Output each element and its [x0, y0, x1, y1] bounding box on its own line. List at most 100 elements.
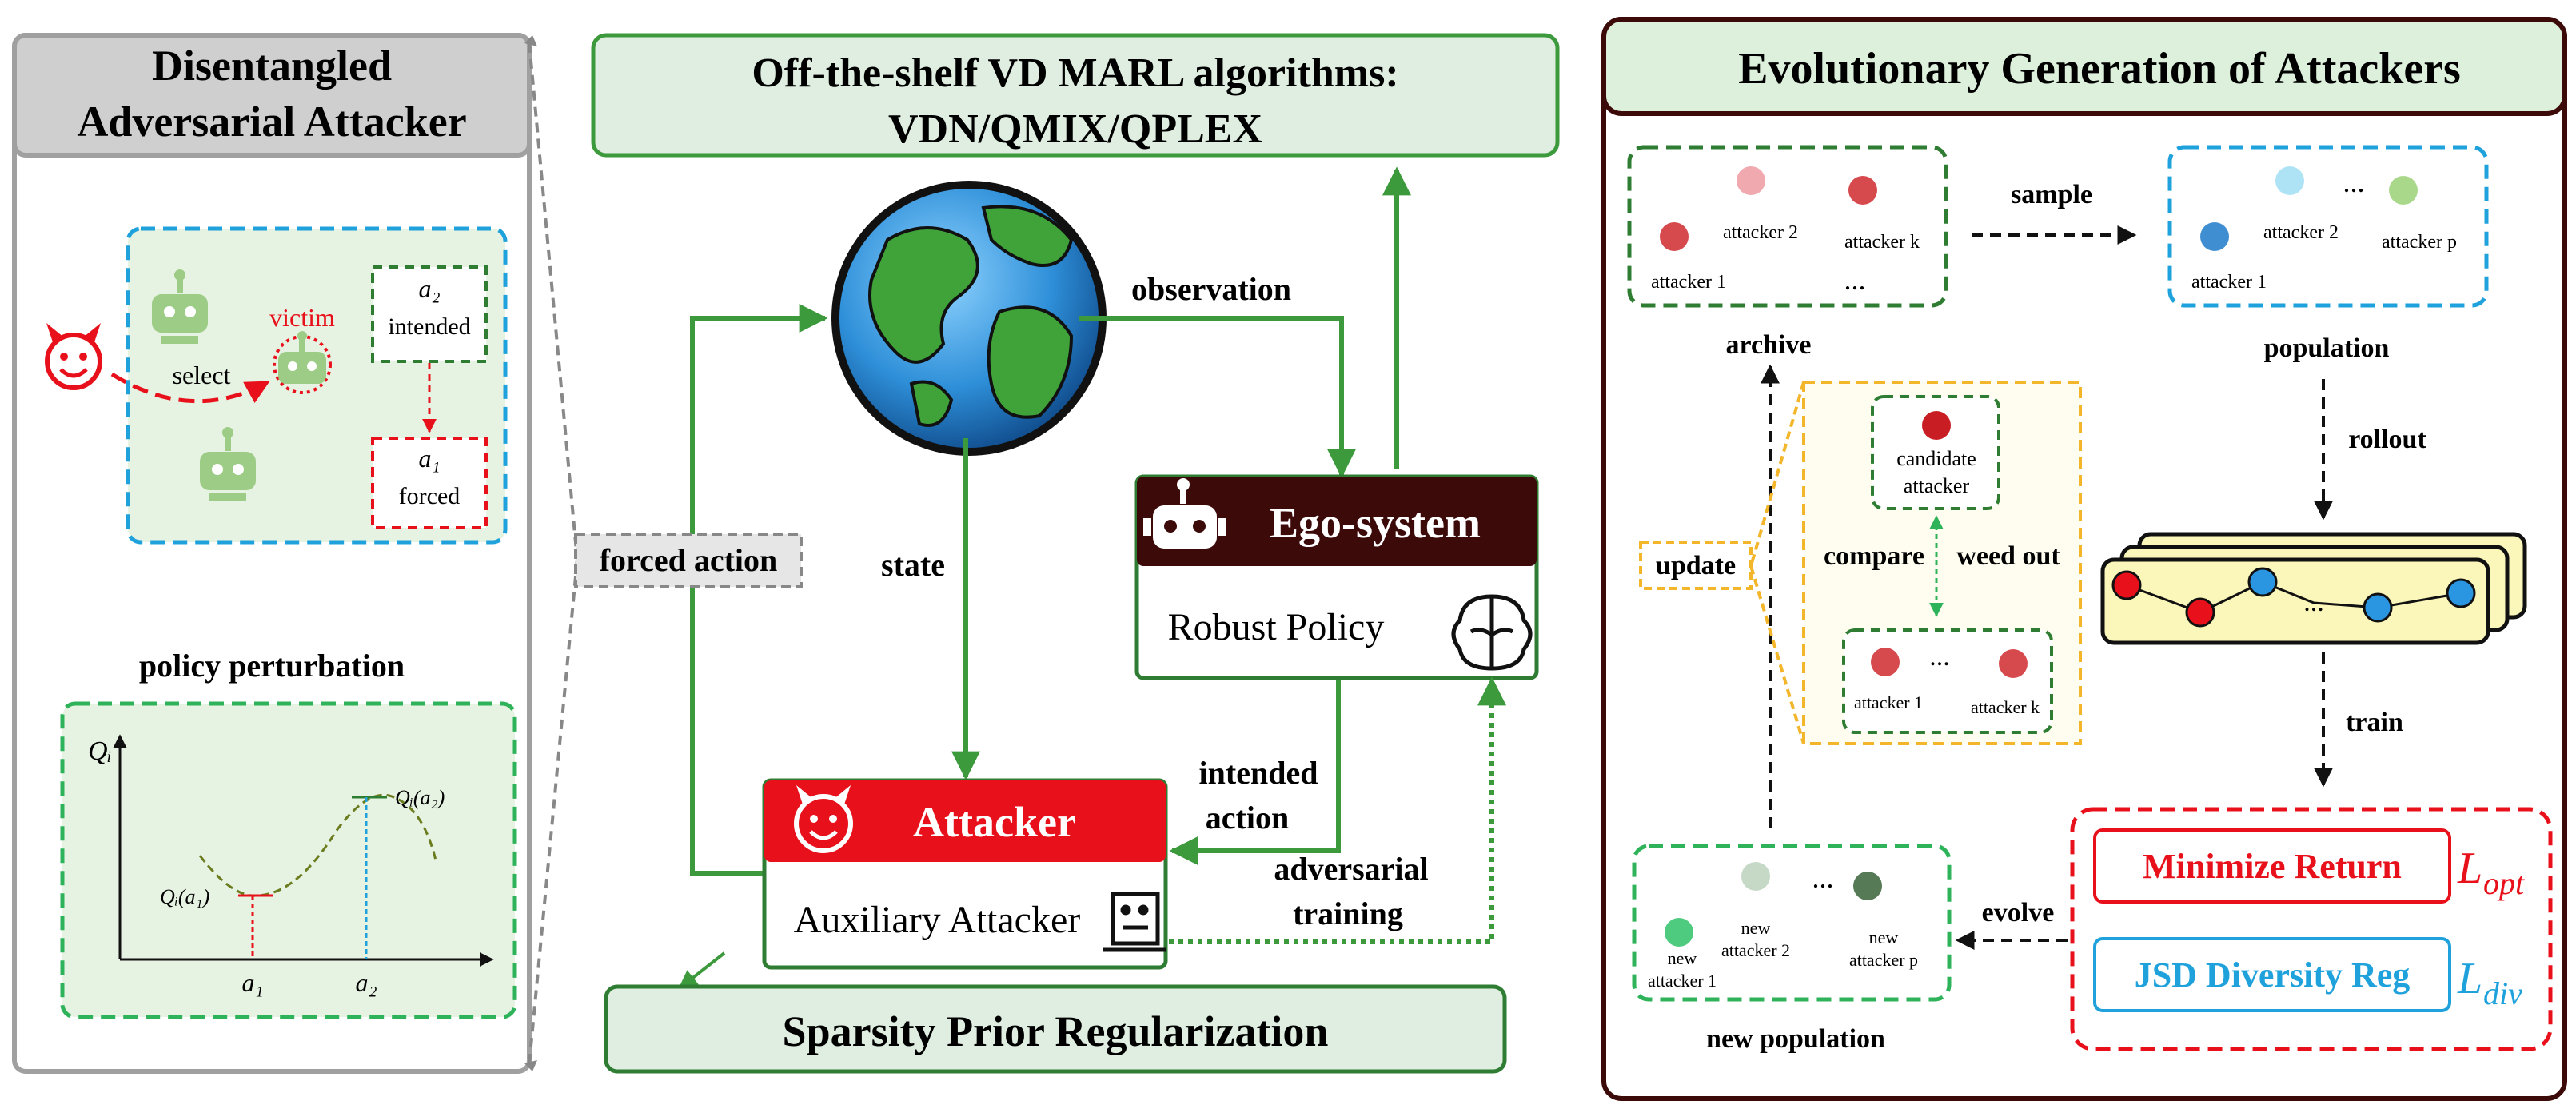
observation-label: observation: [1131, 271, 1291, 307]
left-panel: Disentangled Adversarial Attacker victim…: [12, 33, 579, 1074]
minimize-return-box: [2093, 828, 2451, 904]
jsd-label: JSD Diversity Reg: [2135, 955, 2411, 995]
trajectory-ellipsis: ...: [2303, 588, 2324, 617]
archive-label: archive: [1725, 330, 1811, 360]
compare-label: compare: [1824, 541, 1924, 571]
intended-symbol: a₂: [418, 274, 440, 303]
inner-item: attacker 1: [1854, 692, 1923, 712]
intended-label: intended: [388, 313, 470, 340]
l-div-sub: div: [2483, 975, 2522, 1011]
archive-item: attacker 2: [1723, 222, 1798, 243]
new-population-ellipsis: ...: [1812, 862, 1834, 894]
new-attacker2-line1: new: [1741, 918, 1771, 938]
archive-item: attacker k: [1844, 232, 1920, 253]
intended-action-line2: action: [1206, 800, 1289, 836]
forced-action-box: [574, 533, 803, 588]
population-item: attacker 2: [2263, 222, 2339, 243]
new-attackerp-line1: new: [1869, 927, 1899, 947]
archive-ellipsis: ...: [1844, 264, 1866, 296]
marl-title-line1: Off-the-shelf VD MARL algorithms:: [752, 50, 1398, 96]
middle-panel: Off-the-shelf VD MARL algorithms: VDN/QM…: [574, 33, 1560, 1074]
forced-symbol: a₁: [418, 444, 440, 473]
globe-icon: [831, 181, 1107, 456]
sample-label: sample: [2011, 180, 2092, 209]
evolve-label: evolve: [1982, 898, 2055, 927]
l-opt-sub: opt: [2483, 865, 2525, 901]
q-curve: [198, 793, 438, 897]
minimize-return-label: Minimize Return: [2143, 847, 2402, 886]
marl-title-line2: VDN/QMIX/QPLEX: [888, 106, 1262, 152]
select-arrow: [110, 372, 270, 404]
rollout-trajectories: [2100, 557, 2490, 645]
ego-system-header: [1137, 477, 1537, 566]
forced-label: forced: [399, 483, 461, 509]
victim-robot-icon: [278, 331, 326, 384]
l-div-label: L: [2457, 954, 2482, 1003]
l-opt-label: L: [2457, 844, 2482, 893]
update-box: [1639, 541, 1753, 590]
population-label: population: [2264, 333, 2390, 363]
auxiliary-attacker-label: Auxiliary Attacker: [794, 899, 1081, 941]
select-label: select: [173, 361, 231, 389]
jsd-box: [2093, 937, 2451, 1012]
forced-action-arrow: [690, 304, 828, 876]
candidate-line1: candidate: [1896, 447, 1976, 470]
adversarial-training-line2: training: [1293, 896, 1403, 931]
rollout-label: rollout: [2348, 425, 2426, 454]
intended-action-arrow: [1169, 680, 1341, 865]
adversarial-training-line1: adversarial: [1274, 851, 1428, 887]
left-title-line1: Disentangled: [152, 42, 392, 90]
forced-box: [371, 437, 488, 529]
new-attacker2-line2: attacker 2: [1721, 940, 1790, 960]
robot-icon: [1143, 478, 1226, 549]
sparsity-box: [604, 984, 1507, 1074]
adversarial-training-arrow: [1169, 676, 1506, 944]
q-axis-label: Qᵢ: [88, 736, 112, 766]
evo-title-box: [1601, 17, 2567, 116]
new-attacker1-line1: new: [1668, 948, 1697, 968]
population-item: attacker p: [2382, 232, 2457, 253]
attacker-title: Attacker: [913, 798, 1076, 846]
new-attacker1-line2: attacker 1: [1648, 971, 1717, 991]
attacker-header: [764, 780, 1166, 862]
robust-policy-label: Robust Policy: [1168, 606, 1385, 648]
candidate-line2: attacker: [1904, 474, 1970, 497]
ego-system-title: Ego-system: [1270, 499, 1481, 547]
x-tick-a1: a₁: [241, 968, 263, 997]
x-tick-a2: a₂: [355, 968, 377, 997]
candidate-box: [1871, 395, 2000, 510]
left-title-line2: Adversarial Attacker: [77, 98, 466, 146]
state-label: state: [881, 547, 945, 583]
evo-title: Evolutionary Generation of Attackers: [1738, 44, 2461, 94]
face-icon: [1103, 892, 1166, 952]
q-a2-label: Qᵢ(a₂): [395, 786, 445, 809]
perturbation-box: [60, 701, 517, 1019]
observation-arrow: [1079, 316, 1356, 478]
update-label: update: [1656, 551, 1736, 580]
new-attackerp-line2: attacker p: [1849, 950, 1918, 970]
sparsity-label: Sparsity Prior Regularization: [783, 1007, 1329, 1055]
zoom-connector-top: [528, 42, 579, 560]
robot-icon: [200, 427, 256, 501]
zoom-connector-bottom: [528, 559, 579, 1064]
brain-icon: [1451, 594, 1533, 671]
robot-icon: [152, 269, 208, 344]
devil-icon: [45, 323, 102, 390]
right-panel: Evolutionary Generation of Attackers att…: [1601, 17, 2567, 1101]
population-item: attacker 1: [2191, 272, 2267, 293]
archive-item: attacker 1: [1651, 272, 1726, 293]
inner-item: attacker k: [1971, 697, 2040, 717]
victim-label: victim: [269, 303, 335, 332]
inner-ellipsis: ...: [1929, 642, 1950, 672]
weed-out-label: weed out: [1956, 541, 2060, 571]
perturbation-title: policy perturbation: [139, 648, 405, 684]
forced-action-label: forced action: [600, 542, 778, 578]
new-population-label: new population: [1706, 1024, 1885, 1054]
intended-box: [371, 265, 488, 363]
intended-action-line1: intended: [1199, 755, 1318, 791]
devil-icon: [794, 785, 853, 853]
marl-title-box: [591, 33, 1560, 158]
train-label: train: [2346, 708, 2403, 737]
population-ellipsis: ...: [2343, 166, 2365, 198]
